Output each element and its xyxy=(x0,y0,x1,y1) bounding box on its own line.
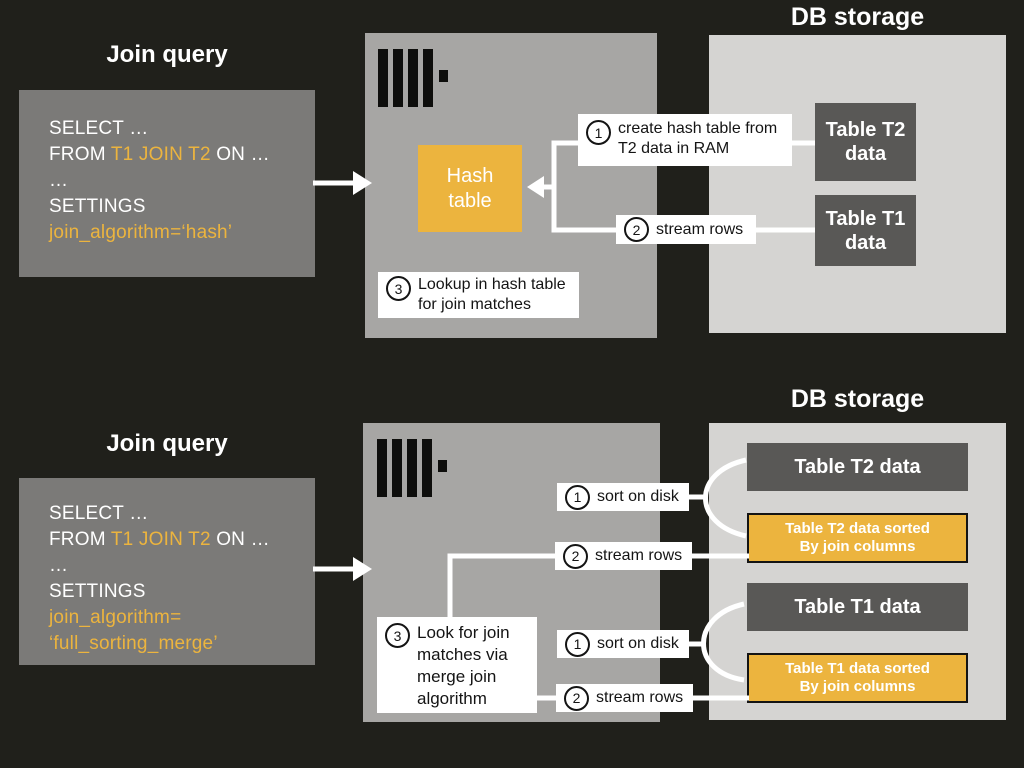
step-number-icon: 3 xyxy=(386,276,411,301)
clickhouse-logo-icon xyxy=(377,439,447,497)
hash-join-storage-title: DB storage xyxy=(790,3,925,31)
table-t1-sorted-box: Table T1 data sorted By join columns xyxy=(747,653,968,703)
hash-join-query-title: Join query xyxy=(106,41,228,68)
hash-join-query-box: SELECT … FROM T1 JOIN T2 ON … … SETTINGS… xyxy=(19,90,315,277)
query-line-algorithm-value: ‘full_sorting_merge’ xyxy=(49,633,218,654)
query-line-algorithm: join_algorithm= xyxy=(49,607,182,628)
step-number-icon: 2 xyxy=(564,685,589,711)
merge-join-query-box: SELECT … FROM T1 JOIN T2 ON … … SETTINGS… xyxy=(19,478,315,665)
query-line-from: FROM T1 JOIN T2 ON … xyxy=(49,144,270,165)
merge-join-storage-box: Table T2 data Table T2 data sorted By jo… xyxy=(709,423,1006,720)
step-number-icon: 1 xyxy=(565,484,590,510)
query-line-settings: SETTINGS xyxy=(49,581,146,602)
merge-join-storage-title: DB storage xyxy=(790,385,925,413)
query-line-select: SELECT … xyxy=(49,118,149,139)
step-number-icon: 2 xyxy=(563,543,588,569)
step-t2-stream-rows-label: 2 stream rows xyxy=(555,542,692,570)
table-t2-data-box: Table T2 data xyxy=(747,443,968,491)
hash-table-box: Hash table xyxy=(418,145,522,232)
query-line-from: FROM T1 JOIN T2 ON … xyxy=(49,529,270,550)
step-number-icon: 3 xyxy=(385,623,410,648)
step-number-icon: 1 xyxy=(565,631,590,657)
step-merge-join-label: 3 Look for join matches via merge join a… xyxy=(377,617,537,713)
query-line-select: SELECT … xyxy=(49,503,149,524)
clickhouse-logo-icon xyxy=(378,49,448,107)
step-create-hash-table-label: 1 create hash table from T2 data in RAM xyxy=(578,114,792,166)
merge-join-query-title: Join query xyxy=(106,430,228,457)
table-t1-data-box: Table T1 data xyxy=(747,583,968,631)
step-t1-stream-rows-label: 2 stream rows xyxy=(556,684,693,712)
step-t1-sort-on-disk-label: 1 sort on disk xyxy=(557,630,689,658)
step-t2-sort-on-disk-label: 1 sort on disk xyxy=(557,483,689,511)
step-stream-rows-label: 2 stream rows xyxy=(616,215,756,244)
query-line-ellipsis: … xyxy=(49,555,69,576)
query-line-settings: SETTINGS xyxy=(49,196,146,217)
step-lookup-label: 3 Lookup in hash table for join matches xyxy=(378,272,579,318)
table-t2-sorted-box: Table T2 data sorted By join columns xyxy=(747,513,968,563)
step-number-icon: 2 xyxy=(624,217,649,242)
query-line-ellipsis: … xyxy=(49,170,69,191)
query-line-algorithm: join_algorithm=‘hash’ xyxy=(49,222,233,243)
step-number-icon: 1 xyxy=(586,120,611,145)
